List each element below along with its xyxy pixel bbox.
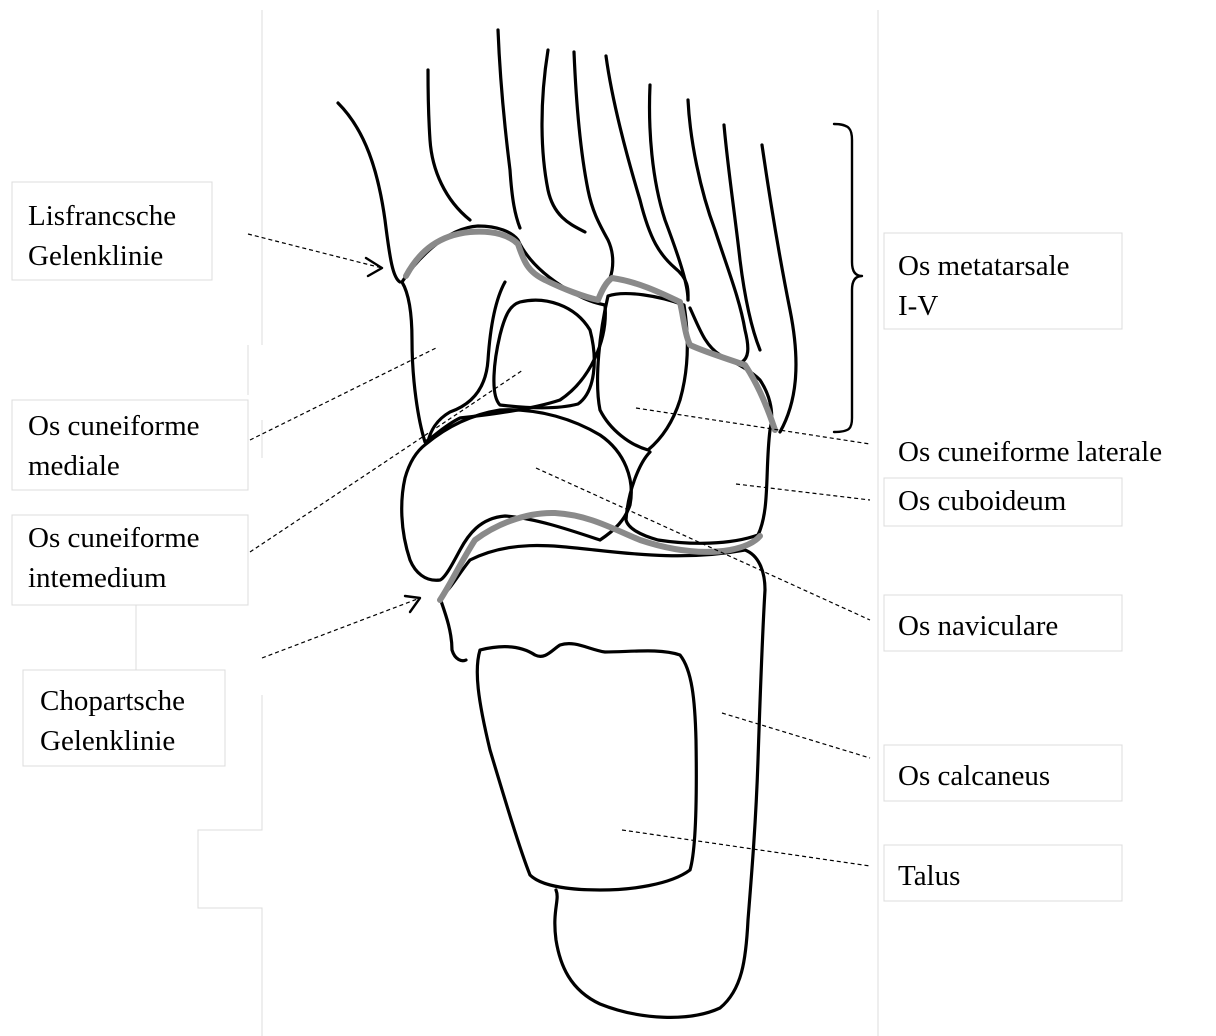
label-line-1: Lisfrancsche: [28, 196, 176, 236]
arrow-chopart: [405, 596, 420, 612]
label-line-1: Os metatarsale: [898, 246, 1070, 286]
naviculare-outline: [402, 410, 632, 580]
leader-cuneiforme-mediale: [250, 348, 436, 440]
label-os-cuneiforme-mediale: Os cuneiforme mediale: [28, 406, 200, 486]
leader-calcaneus: [722, 713, 870, 758]
arrow-lisfranc: [366, 258, 382, 276]
label-os-metatarsale: Os metatarsale I-V: [898, 246, 1070, 326]
leader-naviculare: [536, 468, 870, 620]
label-line-2: mediale: [28, 446, 200, 486]
label-os-cuboideum: Os cuboideum: [898, 481, 1066, 521]
leader-lisfranc: [248, 234, 382, 268]
leader-talus: [622, 830, 870, 866]
cuneiforme-intermedium-outline: [494, 300, 594, 408]
label-os-calcaneus: Os calcaneus: [898, 756, 1050, 796]
metatarsale-bracket: [834, 124, 862, 432]
label-os-cuneiforme-intermedium: Os cuneiforme intemedium: [28, 518, 200, 598]
label-line-2: intemedium: [28, 558, 200, 598]
label-lisfranc-joint-line: Lisfrancsche Gelenklinie: [28, 196, 176, 276]
label-line-1: Os cuneiforme: [28, 518, 200, 558]
label-line-2: I-V: [898, 286, 1070, 326]
cuneiforme-laterale-outline: [598, 294, 688, 450]
leader-cuneiforme-laterale: [636, 408, 870, 444]
chopart-joint-line: [440, 513, 760, 600]
metatarsal-bones: [338, 30, 796, 432]
metatarsal-4: [650, 85, 688, 300]
metatarsal-1: [338, 103, 400, 282]
label-line-1: Os cuneiforme: [28, 406, 200, 446]
leader-chopart: [262, 598, 420, 658]
tarsal-bones: [402, 226, 772, 1017]
label-line-1: Chopartsche: [40, 681, 185, 721]
calcaneus-outline: [440, 546, 765, 1018]
label-os-cuneiforme-laterale: Os cuneiforme laterale: [898, 432, 1162, 472]
label-os-naviculare: Os naviculare: [898, 606, 1058, 646]
metatarsal-2: [498, 30, 520, 228]
talus-outline: [477, 644, 696, 890]
label-line-2: Gelenklinie: [40, 721, 185, 761]
metatarsal-3: [574, 52, 613, 278]
leader-cuboideum: [736, 484, 870, 500]
label-talus: Talus: [898, 856, 960, 896]
label-line-2: Gelenklinie: [28, 236, 176, 276]
label-chopart-joint-line: Chopartsche Gelenklinie: [40, 681, 185, 761]
